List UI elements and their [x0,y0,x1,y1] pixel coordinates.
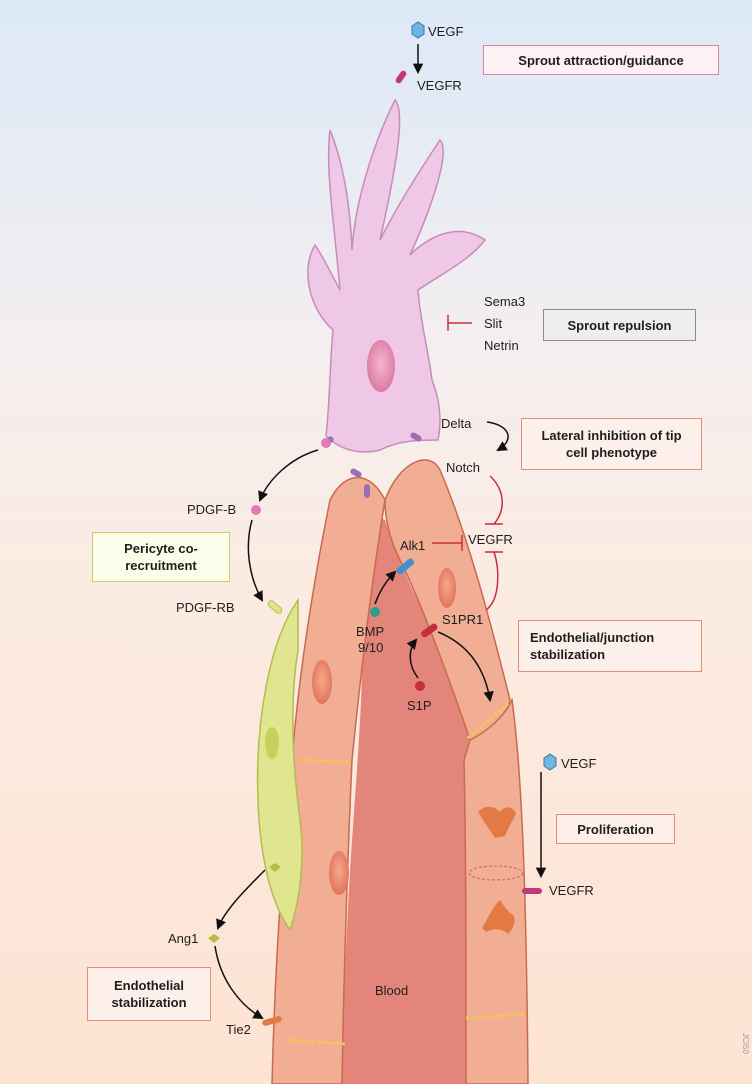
box-proliferation: Proliferation [556,814,675,844]
vegfr-top-receptor [395,70,408,85]
label-vegfr-low: VEGFR [549,883,594,898]
ec-nucleus [329,851,349,895]
label-notch: Notch [446,460,480,475]
arrow-tip-pdgfb [260,450,318,500]
inhibit-s1pr1-vegfr [486,552,498,610]
box-endothelial-stabilization-text: Endothelial stabilization [99,977,199,1011]
box-pericyte: Pericyte co-recruitment [92,532,230,582]
s1p-ligand [415,681,425,691]
label-bmp-num: 9/10 [358,640,383,655]
ec-nucleus [438,568,456,608]
arrow-ang1-tie2 [215,946,262,1018]
label-sema3: Sema3 [484,294,525,309]
box-endothelial-junction: Endothelial/junction stabilization [518,620,702,672]
label-s1pr1: S1PR1 [442,612,483,627]
box-lateral-inhibition: Lateral inhibition of tip cell phenotype [521,418,702,470]
bmp-ligand [370,607,380,617]
label-netrin: Netrin [484,338,519,353]
pdgf-rb-receptor [267,600,283,615]
ang1-ligand [208,934,220,943]
side-note: JCI50 [741,1033,750,1054]
pdgf-b-source [321,438,331,448]
box-lateral-inhibition-text: Lateral inhibition of tip cell phenotype [532,427,692,461]
label-s1p: S1P [407,698,432,713]
tip-cell [308,100,485,452]
endothelial-wall-right [464,700,528,1084]
box-pericyte-text: Pericyte co-recruitment [99,540,223,574]
box-sprout-attraction-text: Sprout attraction/guidance [518,52,683,69]
label-delta: Delta [441,416,472,431]
label-bmp: BMP [356,624,384,639]
label-pdgf-b: PDGF-B [187,502,236,517]
label-vegf-top: VEGF [428,24,463,39]
box-endothelial-junction-text: Endothelial/junction stabilization [530,629,670,663]
label-vegf-low: VEGF [561,756,596,771]
label-ang1: Ang1 [168,931,198,946]
label-alk1: Alk1 [400,538,425,553]
label-vegfr-mid: VEGFR [468,532,513,547]
vegf-top-ligand [412,22,424,38]
tip-cell-nucleus [367,340,395,392]
ec-nucleus [312,660,332,704]
vegfr-low-receptor [522,888,542,894]
label-tie2: Tie2 [226,1022,251,1037]
label-slit: Slit [484,316,502,331]
label-blood: Blood [375,983,408,998]
pdgf-b-ligand [251,505,261,515]
pericyte-nucleus [265,727,279,759]
box-sprout-repulsion-text: Sprout repulsion [568,317,672,334]
inhibit-notch-vegfr [490,476,502,524]
arrow-delta-notch [487,422,508,450]
box-sprout-attraction: Sprout attraction/guidance [483,45,719,75]
arrow-pdgfb-pdgfrb [248,520,262,600]
box-endothelial-stabilization: Endothelial stabilization [87,967,211,1021]
box-sprout-repulsion: Sprout repulsion [543,309,696,341]
vegf-low-ligand [544,754,556,770]
arrow-pericyte-ang1 [218,870,265,928]
stalk-receptor [364,484,370,498]
label-pdgf-rb: PDGF-RB [176,600,235,615]
box-proliferation-text: Proliferation [577,821,654,838]
label-vegfr-top: VEGFR [417,78,462,93]
